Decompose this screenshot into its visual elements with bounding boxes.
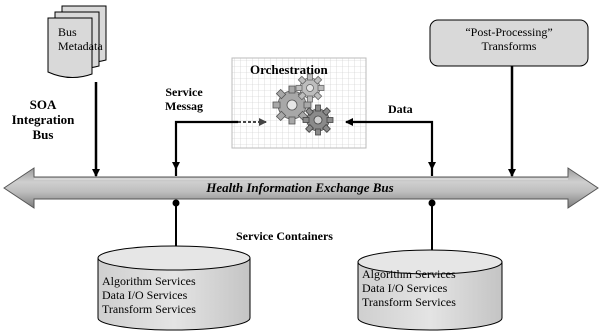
gear-icon xyxy=(302,104,334,136)
right-service-container-cylinder xyxy=(357,249,503,331)
service-message-line1: Service xyxy=(165,85,203,99)
right-container-services: Algorithm Services Data I/O Services Tra… xyxy=(362,267,456,309)
bus-label: Health Information Exchange Bus xyxy=(206,180,394,195)
post-processing-box xyxy=(429,19,589,67)
left-service-container-cylinder xyxy=(97,245,251,331)
service-containers-title: Service Containers xyxy=(236,229,333,243)
soa-line2: Integration xyxy=(11,111,75,127)
left-container-item: Algorithm Services xyxy=(102,274,196,288)
soa-integration-bus-label: SOA Integration Bus xyxy=(10,97,76,143)
gear-icon xyxy=(295,73,325,103)
gear-icon xyxy=(272,85,312,125)
orchestration-title: Orchestration xyxy=(250,62,328,77)
service-message-label: Service Messag xyxy=(156,85,212,114)
bus-metadata-document-stack xyxy=(47,5,107,78)
data-bus-arrowhead xyxy=(428,162,436,170)
bus-metadata-line1: Bus xyxy=(58,25,77,39)
right-container-item: Transform Services xyxy=(362,294,456,309)
soa-line3: Bus xyxy=(32,126,54,142)
data-label: Data xyxy=(388,102,413,116)
service-message-bus-arrowhead xyxy=(172,162,180,170)
service-message-connector xyxy=(174,120,238,176)
bus-metadata-label: Bus Metadata xyxy=(58,25,103,54)
left-container-node xyxy=(172,199,180,207)
left-container-item: Transform Services xyxy=(102,301,196,316)
post-processing-line1: “Post-Processing” xyxy=(465,25,553,39)
right-container-node xyxy=(428,199,436,207)
left-container-item: Data I/O Services xyxy=(102,287,188,302)
soa-line1: SOA xyxy=(29,97,57,112)
post-processing-label: “Post-Processing” Transforms xyxy=(430,25,588,54)
service-message-line2: Messag xyxy=(165,98,203,113)
bus-metadata-line2: Metadata xyxy=(58,38,103,53)
data-connector xyxy=(345,118,434,176)
left-container-services: Algorithm Services Data I/O Services Tra… xyxy=(102,274,196,316)
post-processing-line2: Transforms xyxy=(481,38,537,53)
right-container-item: Algorithm Services xyxy=(362,267,456,281)
right-container-item: Data I/O Services xyxy=(362,280,448,295)
health-information-exchange-bus xyxy=(3,167,599,209)
